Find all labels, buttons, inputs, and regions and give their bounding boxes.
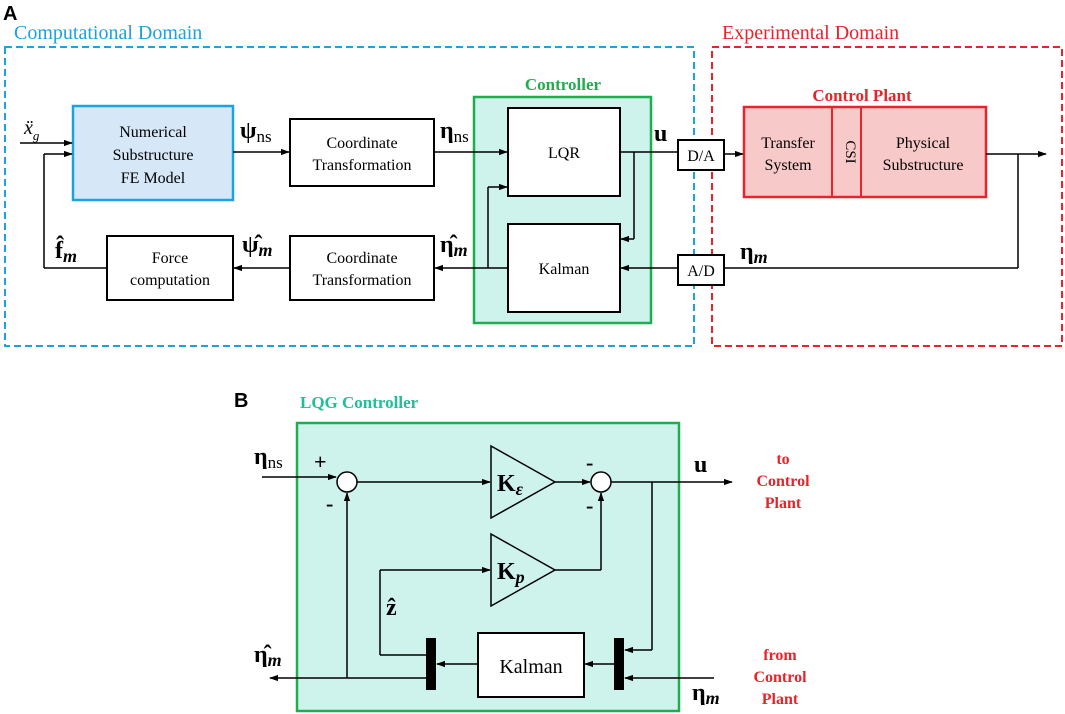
numerical-substructure-box	[71, 104, 235, 202]
minus-sign-2: -	[586, 450, 593, 475]
k-epsilon-label: Kε	[497, 471, 524, 499]
numerical-substructure-line1: Numerical	[119, 124, 187, 141]
experimental-domain-label: Experimental Domain	[722, 22, 899, 44]
coordinate-transformation-top-line2: Transformation	[313, 157, 412, 174]
kalman-box-b	[477, 632, 585, 698]
computational-domain-label: Computational Domain	[14, 22, 202, 44]
k-p-label: Kp	[497, 559, 525, 587]
coordinate-transformation-bottom-box	[289, 235, 435, 301]
z-hat-symbol: ẑ	[386, 595, 397, 621]
computational-domain-frame	[4, 46, 695, 347]
da-converter-box	[677, 139, 725, 171]
xg-symbol: ẍg	[23, 117, 40, 143]
force-computation-line1: Force	[152, 250, 188, 267]
control-plant-box	[742, 105, 988, 199]
lqr-label: LQR	[548, 145, 580, 162]
eta-m-symbol-b: ηm	[692, 680, 720, 708]
u-symbol-a: u	[654, 121, 667, 147]
controller-title: Controller	[525, 75, 602, 94]
k-epsilon-gain	[490, 444, 557, 520]
eta-hat-symbol-b: η̂m	[254, 642, 282, 670]
panel-b-letter: B	[234, 390, 248, 412]
csi-label: CSI	[842, 140, 858, 163]
eta-hat-symbol-a: η̂m	[440, 232, 468, 260]
physical-substructure-line1: Physical	[896, 135, 951, 152]
da-label: D/A	[687, 148, 715, 165]
minus-sign-3: -	[586, 493, 593, 518]
psi-ns-symbol: ψns	[240, 118, 272, 146]
experimental-domain-frame	[711, 46, 1063, 347]
coordinate-transformation-bottom-line1: Coordinate	[326, 250, 397, 267]
force-computation-line2: computation	[130, 272, 210, 289]
ad-label: A/D	[687, 263, 715, 280]
physical-substructure-line2: Substructure	[883, 157, 964, 174]
numerical-substructure-line3: FE Model	[121, 170, 186, 187]
transfer-system-line2: System	[764, 157, 812, 174]
to-control-plant-line3: Plant	[765, 495, 802, 512]
lqg-controller-title: LQG Controller	[300, 393, 419, 412]
f-hat-symbol: f̂m	[55, 236, 77, 266]
control-plant-title: Control Plant	[812, 86, 912, 105]
kalman-label-a: Kalman	[539, 261, 590, 278]
coordinate-transformation-bottom-line2: Transformation	[313, 272, 412, 289]
coordinate-transformation-top-line1: Coordinate	[326, 135, 397, 152]
psi-hat-symbol: ψ̂m	[242, 232, 273, 260]
k-p-gain	[490, 532, 557, 608]
panel-a-letter: A	[3, 3, 17, 25]
coordinate-transformation-top-box	[289, 118, 435, 187]
lqr-box	[507, 107, 621, 197]
to-control-plant-line2: Control	[756, 473, 810, 490]
to-control-plant-line1: to	[776, 451, 789, 468]
force-computation-box	[106, 235, 234, 301]
sum-junction-2	[590, 471, 612, 493]
eta-ns-symbol-b: ηns	[254, 444, 283, 472]
from-control-plant-line3: Plant	[762, 691, 799, 708]
plus-sign-1: +	[314, 449, 327, 474]
eta-ns-symbol-a: ηns	[440, 118, 469, 146]
minus-sign-1: -	[326, 491, 333, 516]
eta-m-symbol-a: ηm	[740, 239, 768, 267]
mux-bar-right	[614, 638, 624, 690]
kalman-box-a	[507, 223, 621, 313]
from-control-plant-line2: Control	[753, 669, 807, 686]
from-control-plant-line1: from	[763, 647, 797, 664]
kalman-label-b: Kalman	[499, 656, 562, 678]
mux-bar-left	[426, 638, 436, 690]
u-symbol-b: u	[694, 452, 707, 478]
transfer-system-line1: Transfer	[761, 135, 815, 152]
numerical-substructure-line2: Substructure	[113, 147, 194, 164]
ad-converter-box	[677, 254, 725, 286]
sum-junction-1	[336, 471, 358, 493]
